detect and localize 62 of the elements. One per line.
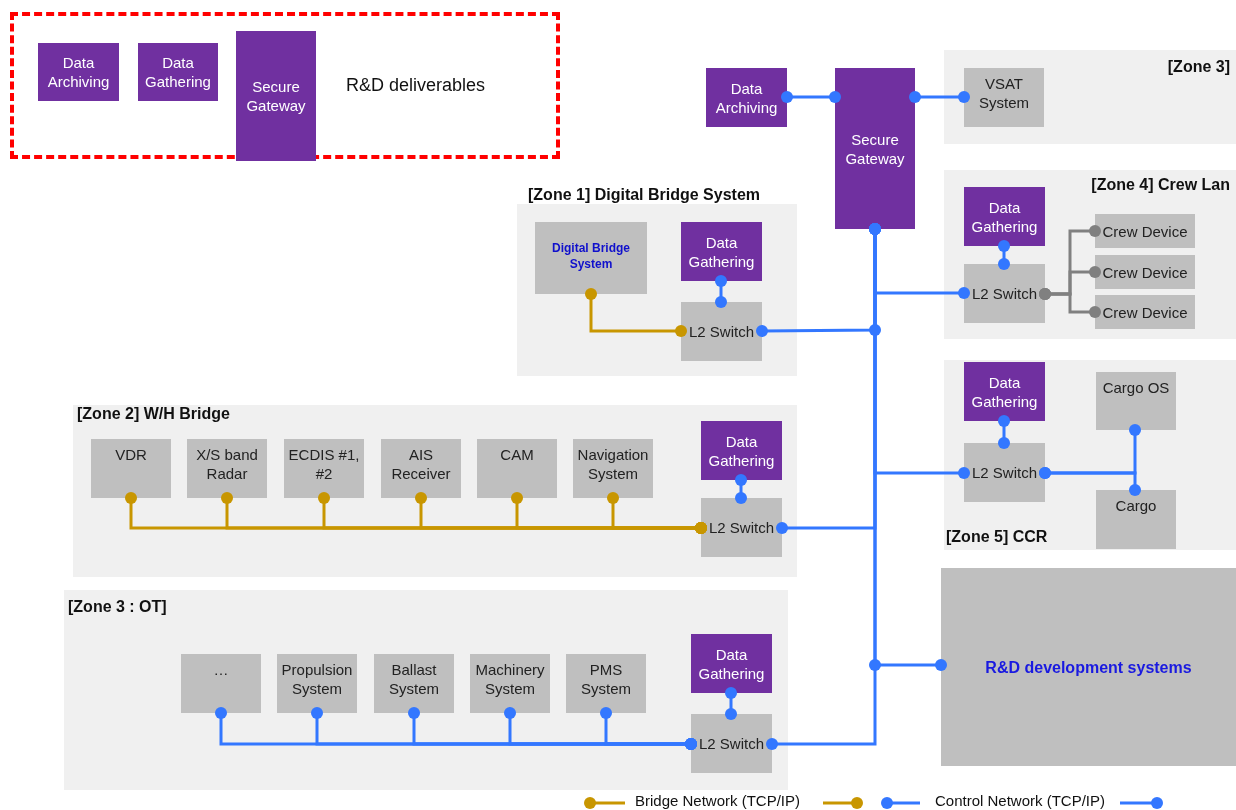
network-link bbox=[781, 91, 841, 103]
group-title: R&D deliverables bbox=[346, 76, 486, 94]
process-box: Secure Gateway bbox=[236, 31, 316, 161]
zone-panel bbox=[73, 405, 797, 577]
switch-box: L2 Switch bbox=[701, 498, 782, 557]
network-link bbox=[766, 223, 881, 750]
process-box: Data Gathering bbox=[964, 187, 1045, 246]
device-box: Crew Device bbox=[1095, 214, 1195, 248]
network-link bbox=[998, 240, 1010, 270]
system-box: Digital Bridge System bbox=[535, 222, 647, 294]
network-link bbox=[735, 474, 747, 504]
system-box: ECDIS #1, #2 bbox=[284, 439, 364, 498]
zone-panel bbox=[944, 360, 1236, 550]
switch-box: L2 Switch bbox=[691, 714, 772, 773]
process-box: Data Gathering bbox=[691, 634, 772, 693]
system-box: PMS System bbox=[566, 654, 646, 713]
system-box: AIS Receiver bbox=[381, 439, 461, 498]
system-box: VDR bbox=[91, 439, 171, 498]
device-box: Crew Device bbox=[1095, 295, 1195, 329]
system-box: CAM bbox=[477, 439, 557, 498]
network-link bbox=[607, 492, 707, 534]
zone-heading: [Zone 4] Crew Lan bbox=[1091, 176, 1230, 194]
legend-label: Bridge Network (TCP/IP) bbox=[635, 792, 801, 810]
network-link bbox=[725, 687, 737, 720]
system-box: Navigation System bbox=[573, 439, 653, 498]
zone-heading: [Zone 5] CCR bbox=[946, 528, 1048, 546]
zone-panel bbox=[64, 590, 788, 790]
network-link bbox=[585, 288, 687, 337]
legend-label: Control Network (TCP/IP) bbox=[935, 792, 1106, 810]
zone-heading: [Zone 2] W/H Bridge bbox=[77, 405, 230, 423]
zone-panel bbox=[944, 170, 1236, 339]
system-box: X/S band Radar bbox=[187, 439, 267, 498]
dashed-group-box bbox=[10, 12, 560, 159]
system-box: Cargo bbox=[1096, 490, 1176, 549]
process-box: Data Gathering bbox=[964, 362, 1045, 421]
gateway-box: Secure Gateway bbox=[835, 68, 915, 229]
process-box: Data Gathering bbox=[681, 222, 762, 281]
zone-heading: [Zone 1] Digital Bridge System bbox=[528, 186, 761, 204]
switch-box: L2 Switch bbox=[964, 443, 1045, 502]
network-link bbox=[998, 415, 1010, 449]
system-box: Propulsion System bbox=[277, 654, 357, 713]
zone-panel bbox=[944, 50, 1236, 144]
process-box: Data Archiving bbox=[38, 43, 119, 101]
process-box: Data Gathering bbox=[138, 43, 218, 101]
device-box: Crew Device bbox=[1095, 255, 1195, 289]
switch-box: L2 Switch bbox=[681, 302, 762, 361]
process-box: Data Gathering bbox=[701, 421, 782, 480]
zone-heading: [Zone 3] bbox=[1167, 58, 1230, 76]
system-box: Cargo OS bbox=[1096, 372, 1176, 430]
network-link bbox=[909, 91, 970, 103]
network-link bbox=[1039, 467, 1141, 496]
system-box: Machinery System bbox=[470, 654, 550, 713]
system-box: Ballast System bbox=[374, 654, 454, 713]
system-box: R&D development systems bbox=[941, 568, 1236, 766]
process-box: Data Archiving bbox=[706, 68, 787, 127]
network-link bbox=[1039, 288, 1101, 318]
network-link bbox=[600, 707, 697, 750]
network-link bbox=[715, 275, 727, 308]
system-box: VSAT System bbox=[964, 68, 1044, 127]
switch-box: L2 Switch bbox=[964, 264, 1045, 323]
system-box: … bbox=[181, 654, 261, 713]
zone-heading: [Zone 3 : OT] bbox=[68, 598, 167, 616]
